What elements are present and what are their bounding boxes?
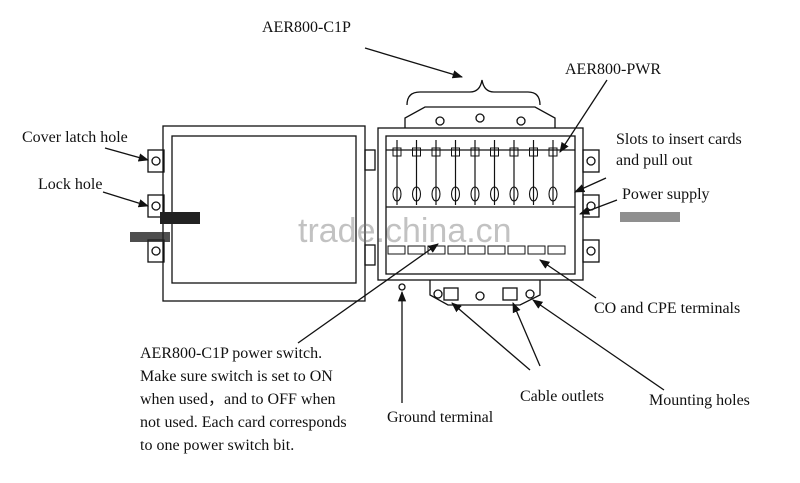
terminal-block xyxy=(527,245,546,255)
switch-line-3: when used，and to OFF when xyxy=(140,391,336,408)
arrow-power-supply xyxy=(579,199,618,215)
arrow-lock-hole xyxy=(102,191,149,208)
switch-line-5: to one power switch bit. xyxy=(140,437,295,454)
label-slots-line1: Slots to insert cards xyxy=(616,131,742,148)
terminal-block xyxy=(467,245,486,255)
terminal-strip xyxy=(387,245,566,255)
label-top-card: AER800-C1P xyxy=(262,19,351,36)
card-slot xyxy=(548,140,558,205)
brace-top-card xyxy=(406,79,541,106)
label-switch: AER800-C1P power switch. Make sure switc… xyxy=(140,344,347,456)
card-slot xyxy=(509,140,519,205)
label-pwr-card: AER800-PWR xyxy=(565,61,661,78)
label-cover-latch: Cover latch hole xyxy=(22,129,128,146)
card-slot xyxy=(470,140,480,205)
arrow-cable-2 xyxy=(512,302,541,367)
card-slot xyxy=(489,140,500,205)
terminal-block xyxy=(547,245,566,255)
arrow-switch xyxy=(297,243,439,344)
label-slots-line2: and pull out xyxy=(616,152,693,169)
card-slot xyxy=(392,140,402,205)
arrow-pwr xyxy=(559,79,608,153)
switch-line-1: AER800-C1P power switch. xyxy=(140,345,323,362)
label-cable: Cable outlets xyxy=(520,388,604,405)
card-slot xyxy=(411,140,422,205)
arrow-slots xyxy=(574,177,607,193)
watermark-bar-right xyxy=(620,212,680,222)
label-ground: Ground terminal xyxy=(387,409,494,426)
terminal-block xyxy=(407,245,426,255)
label-terminals: CO and CPE terminals xyxy=(594,300,741,317)
terminal-block xyxy=(387,245,406,255)
cover-door xyxy=(147,125,376,302)
terminal-block xyxy=(447,245,466,255)
main-box xyxy=(377,106,600,306)
card-slot xyxy=(528,140,539,205)
watermark: trade.china.cn xyxy=(298,212,512,250)
label-power-supply: Power supply xyxy=(622,186,710,203)
label-lock-hole: Lock hole xyxy=(38,176,103,193)
switch-line-2: Make sure switch is set to ON xyxy=(140,368,333,385)
terminal-block xyxy=(507,245,526,255)
terminal-block xyxy=(487,245,506,255)
switch-line-4: not used. Each card corresponds xyxy=(140,414,347,431)
arrow-top-card xyxy=(364,47,463,79)
card-slots xyxy=(392,140,558,205)
arrow-terminals xyxy=(539,259,597,299)
label-mounting: Mounting holes xyxy=(649,392,750,409)
card-slot xyxy=(431,140,441,205)
arrow-cover-latch xyxy=(104,147,150,162)
card-slot xyxy=(450,140,461,205)
arrow-cable-1 xyxy=(451,302,531,371)
watermark-bar-left xyxy=(160,212,200,224)
watermark-bar-left-2 xyxy=(130,232,170,242)
arrow-mounting xyxy=(532,299,665,391)
